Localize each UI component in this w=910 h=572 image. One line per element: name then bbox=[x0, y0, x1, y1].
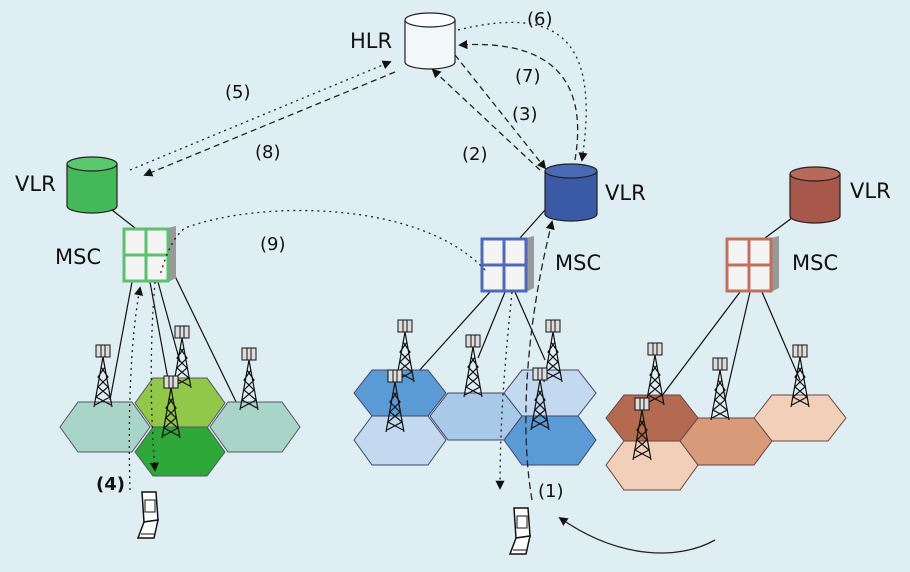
msc-right-switch-icon bbox=[725, 236, 779, 293]
tower-icon bbox=[710, 357, 730, 421]
cell bbox=[134, 426, 226, 477]
cell bbox=[605, 440, 699, 491]
tower-icon bbox=[463, 334, 483, 398]
step-label-8: (8) bbox=[255, 142, 281, 163]
step-label-3: (3) bbox=[512, 104, 538, 125]
msc-right-label: MSC bbox=[792, 251, 838, 275]
vlr-right-label: VLR bbox=[850, 179, 891, 203]
cell bbox=[605, 394, 699, 442]
step-label-7: (7) bbox=[515, 66, 541, 87]
cell bbox=[679, 417, 773, 466]
signaling-arrows bbox=[128, 21, 716, 554]
hlr-label: HLR bbox=[350, 29, 392, 53]
msc-left-switch-icon bbox=[122, 226, 176, 283]
vlr-left-database-icon bbox=[66, 156, 118, 214]
mobile-phone-icon bbox=[509, 507, 531, 555]
step-label-1: (1) bbox=[538, 481, 564, 502]
cell bbox=[429, 392, 523, 441]
vlr-left-label: VLR bbox=[15, 172, 56, 196]
msc-middle-switch-icon bbox=[480, 236, 534, 293]
msc-left-label: MSC bbox=[55, 245, 101, 269]
mobile-phone-icon bbox=[137, 491, 159, 539]
vlr-middle-label: VLR bbox=[605, 181, 646, 205]
cell bbox=[753, 394, 847, 442]
links bbox=[109, 209, 801, 411]
step-label-4: (4) bbox=[96, 474, 125, 495]
hlr-database-icon bbox=[404, 12, 456, 70]
cell bbox=[503, 415, 597, 466]
tower-icon bbox=[239, 347, 259, 411]
cell bbox=[134, 377, 226, 429]
step-label-2: (2) bbox=[462, 144, 488, 165]
cell bbox=[353, 415, 447, 466]
step-label-6: (6) bbox=[527, 9, 553, 30]
step-label-9: (9) bbox=[260, 234, 286, 255]
cell bbox=[59, 401, 151, 453]
vlr-middle-database-icon bbox=[544, 163, 598, 222]
cells-left bbox=[59, 377, 301, 477]
tower-icon bbox=[93, 344, 113, 408]
cell bbox=[209, 401, 301, 453]
msc-middle-label: MSC bbox=[555, 251, 601, 275]
vlr-right-database-icon bbox=[789, 166, 841, 224]
step-label-5: (5) bbox=[225, 82, 251, 103]
cells-right bbox=[605, 394, 847, 491]
cells-middle bbox=[353, 369, 597, 466]
